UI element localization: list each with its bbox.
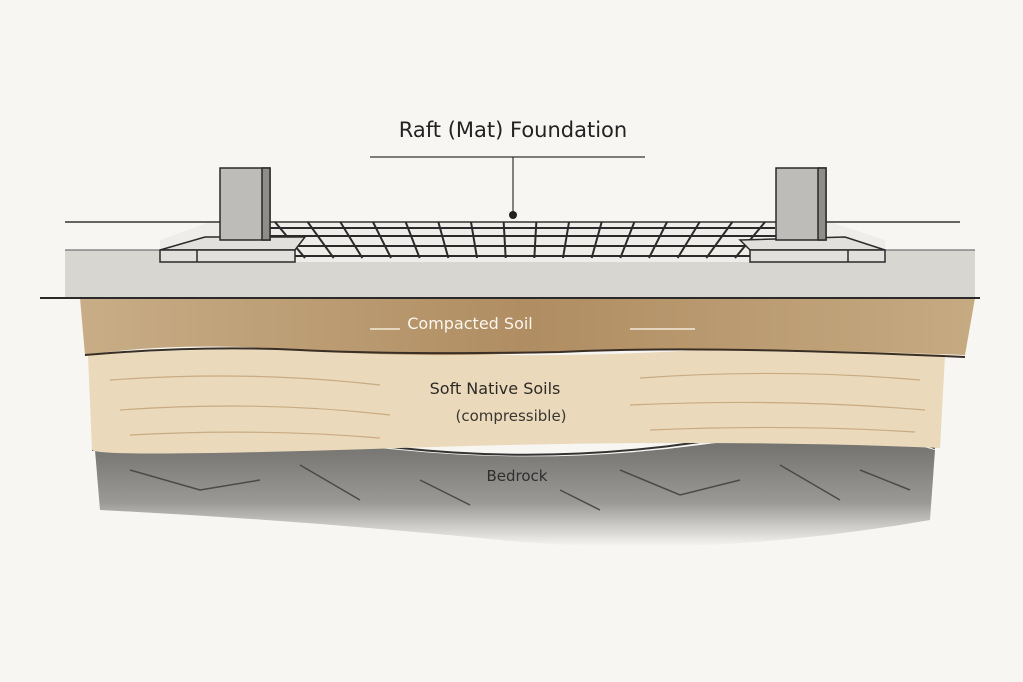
left-column xyxy=(219,167,271,241)
rebar xyxy=(502,221,507,259)
rebar xyxy=(705,221,734,259)
rebar xyxy=(339,221,364,259)
soft-native-soils-label: Soft Native Soils xyxy=(429,379,561,398)
rebar xyxy=(533,221,538,259)
compressible-note: (compressible) xyxy=(455,407,567,425)
rebar xyxy=(372,221,392,259)
soft-soil-layer xyxy=(88,346,945,454)
bedrock-cracks xyxy=(129,464,911,511)
compacted-soil-label: Compacted Soil xyxy=(407,314,533,333)
rebar xyxy=(470,221,478,259)
bedrock-layer xyxy=(95,436,935,547)
rebar xyxy=(619,221,636,259)
rebar xyxy=(590,221,603,259)
leader-dot xyxy=(509,211,517,219)
diagram-title: Raft (Mat) Foundation xyxy=(398,118,628,142)
rebar xyxy=(676,221,701,259)
bedrock-label: Bedrock xyxy=(486,467,548,485)
rebar xyxy=(437,221,450,259)
soft-soil-strata xyxy=(109,372,926,439)
rebar xyxy=(648,221,668,259)
right-column xyxy=(775,167,827,241)
rebar xyxy=(562,221,570,259)
rebar xyxy=(404,221,421,259)
compacted-soil-layer xyxy=(80,298,975,356)
rebar xyxy=(306,221,335,259)
